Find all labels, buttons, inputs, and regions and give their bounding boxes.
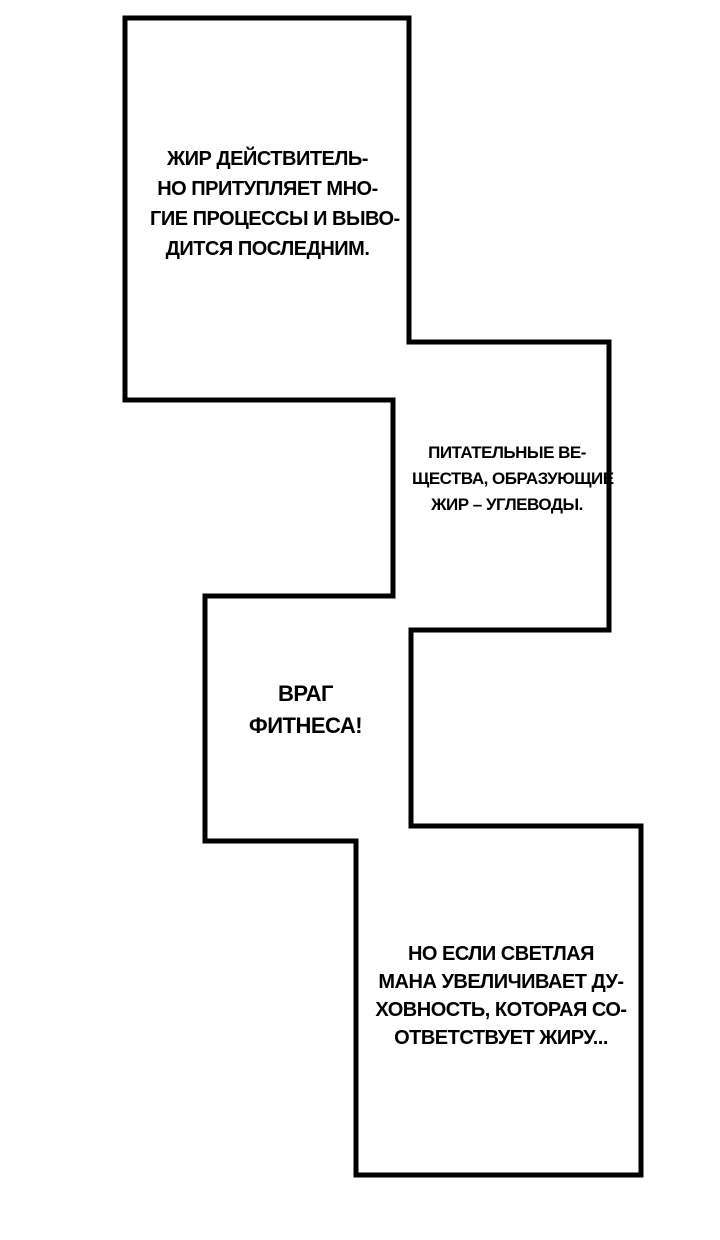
fat-caption-line: ЖИР ДЕЙСТВИТЕЛЬ- [167, 148, 368, 170]
mana-caption: НО ЕСЛИ СВЕТЛАЯ МАНА УВЕЛИЧИВАЕТ ДУ- ХОВ… [362, 940, 640, 1052]
carbs-caption-line: ПИТАТЕЛЬНЫЕ ВЕ- [428, 443, 586, 462]
mana-caption-line: ОТВЕТСТВУЕТ ЖИРУ... [394, 1027, 608, 1049]
mana-caption-line: НО ЕСЛИ СВЕТЛАЯ [407, 943, 595, 965]
carbs-caption-line: ЩЕСТВА, ОБРАЗУЮЩИЕ [412, 469, 614, 488]
carbs-caption-line: ЖИР – УГЛЕВОДЫ. [431, 495, 583, 514]
fat-caption-line: ГИЕ ПРОЦЕССЫ И ВЫВО- [150, 208, 400, 230]
fat-caption-line: НО ПРИТУПЛЯЕТ МНО- [157, 178, 378, 200]
enemy-caption: ВРАГ ФИТНЕСА! [228, 678, 383, 742]
enemy-caption-line: ВРАГ [278, 681, 334, 706]
mana-caption-line: МАНА УВЕЛИЧИВАЕТ ДУ- [378, 971, 624, 993]
mana-caption-line: ХОВНОСТЬ, КОТОРАЯ СО- [375, 999, 627, 1021]
fat-caption: ЖИР ДЕЙСТВИТЕЛЬ- НО ПРИТУПЛЯЕТ МНО- ГИЕ … [150, 144, 400, 264]
enemy-caption-line: ФИТНЕСА! [248, 713, 363, 738]
panel-fat [122, 15, 644, 1178]
fat-caption-line: ДИТСЯ ПОСЛЕДНИМ. [165, 238, 370, 260]
carbs-caption: ПИТАТЕЛЬНЫЕ ВЕ- ЩЕСТВА, ОБРАЗУЮЩИЕ ЖИР –… [412, 440, 614, 518]
